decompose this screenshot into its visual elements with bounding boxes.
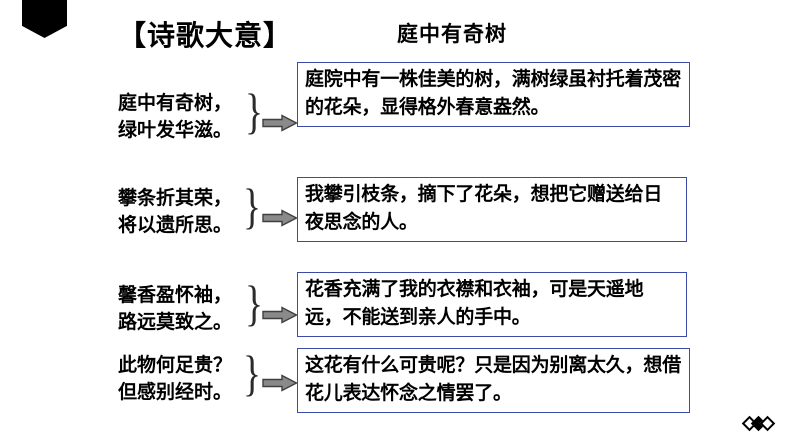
verse-line: 馨香盈怀袖，: [118, 285, 233, 306]
diamond-shape: [759, 415, 776, 432]
verse-text: 攀条折其荣， 将以遗所思。: [118, 185, 248, 239]
verse-line: 此物何足贵？: [118, 355, 233, 376]
page-title: 【诗歌大意】: [118, 20, 293, 51]
right-arrow-icon: [262, 374, 299, 392]
verse-text: 庭中有奇树， 绿叶发华滋。: [118, 90, 248, 144]
verse-line: 绿叶发华滋。: [118, 120, 233, 141]
poem-title: 庭中有奇树: [397, 23, 507, 46]
translation-box: 我攀引枝条，摘下了花朵，想把它赠送给日夜思念的人。: [297, 177, 687, 242]
curly-brace-icon: }: [245, 83, 263, 139]
bookmark-ribbon-icon: [22, 0, 67, 38]
curly-brace-icon: }: [245, 275, 263, 331]
curly-brace-icon: }: [243, 345, 261, 401]
verse-line: 庭中有奇树，: [118, 93, 233, 114]
verse-line: 将以遗所思。: [118, 215, 233, 236]
verse-line: 路远莫致之。: [118, 312, 233, 333]
right-arrow-icon: [262, 114, 299, 132]
diamond-trio-icon: [741, 415, 776, 432]
translation-box: 这花有什么可贵呢？只是因为别离太久，想借花儿表达怀念之情罢了。: [297, 348, 690, 413]
verse-text: 此物何足贵？ 但感别经时。: [118, 352, 248, 406]
translation-box: 庭院中有一株佳美的树，满树绿虽衬托着茂密的花朵，显得格外春意盎然。: [297, 62, 690, 127]
right-arrow-icon: [262, 209, 299, 227]
verse-text: 馨香盈怀袖， 路远莫致之。: [118, 282, 248, 336]
right-arrow-icon: [262, 306, 299, 324]
verse-line: 但感别经时。: [118, 382, 233, 403]
translation-box: 花香充满了我的衣襟和衣袖，可是天遥地远，不能送到亲人的手中。: [297, 272, 687, 337]
verse-line: 攀条折其荣，: [118, 188, 233, 209]
curly-brace-icon: }: [243, 178, 261, 234]
